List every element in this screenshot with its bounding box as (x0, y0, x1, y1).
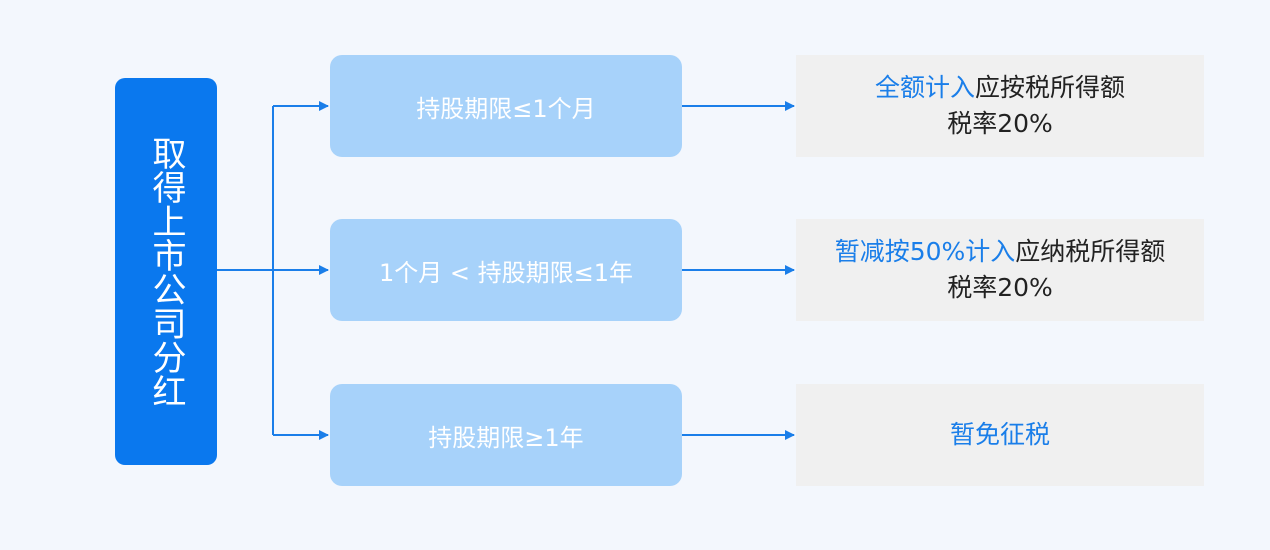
result-highlight-1: 全额计入 (874, 73, 975, 102)
result-line-1: 全额计入应按税所得额 (875, 70, 1125, 106)
result-node-1: 全额计入应按税所得额 税率20% (796, 55, 1204, 157)
result-highlight-3: 暂免征税 (949, 420, 1050, 449)
condition-label-2: 1个月 < 持股期限≤1年 (378, 258, 633, 287)
condition-node-3: 持股期限≥1年 (330, 384, 682, 486)
condition-label-1: 持股期限≤1个月 (416, 94, 596, 123)
result-rate-2: 税率20% (947, 273, 1053, 302)
condition-node-2: 1个月 < 持股期限≤1年 (330, 219, 682, 321)
root-node: 取得上市公司分红 (115, 78, 217, 465)
result-node-2: 暂减按50%计入应纳税所得额 税率20% (796, 219, 1204, 321)
result-node-3: 暂免征税 (796, 384, 1204, 486)
condition-label-3: 持股期限≥1年 (428, 423, 584, 452)
result-rate-1: 税率20% (947, 109, 1053, 138)
result-rest-2: 应纳税所得额 (1015, 237, 1166, 266)
condition-node-1: 持股期限≤1个月 (330, 55, 682, 157)
root-label: 取得上市公司分红 (146, 135, 186, 408)
result-line-2: 暂减按50%计入应纳税所得额 (835, 234, 1166, 270)
result-highlight-2: 暂减按50%计入 (834, 237, 1016, 266)
result-line-3: 暂免征税 (950, 417, 1050, 453)
result-rest-1: 应按税所得额 (975, 73, 1126, 102)
